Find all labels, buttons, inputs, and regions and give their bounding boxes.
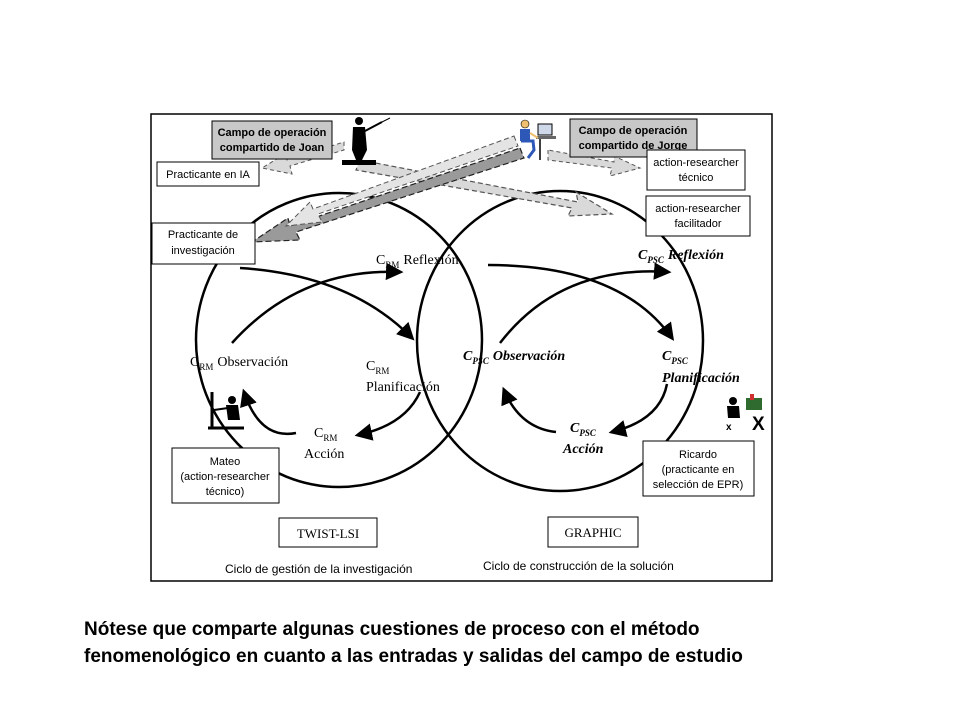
right-accion-label: Acción [562,442,604,457]
left-planificacion-c: CRM [366,359,389,376]
right-planificacion-c: CPSC [662,349,689,366]
conductor-icon [342,117,391,165]
joan-shared-field-box: Campo de operación compartido de Joan [211,120,333,160]
mateo-line2: (action-researcher [180,471,270,483]
ar-facilitador-line2: facilitador [674,218,721,230]
left-cycle-arrows [231,262,422,441]
jorge-field-line1: Campo de operación [579,125,688,137]
computer-user-icon [520,119,556,160]
left-cycle-title: Ciclo de gestión de la investigación [225,562,412,576]
mateo-box: Mateo (action-researcher técnico) [171,447,280,504]
caption: Nótese que comparte algunas cuestiones d… [84,616,884,670]
ricardo-line2: (practicante en [662,464,735,476]
ar-tecnico-box: action-researcher técnico [646,149,746,191]
right-cycle-title: Ciclo de construcción de la solución [483,559,674,573]
ricardo-box: Ricardo (practicante en selección de EPR… [642,440,755,497]
left-accion-c: CRM [314,426,337,443]
jorge-field-arrow-upper [284,135,519,227]
graphic-box: GRAPHIC [547,516,639,548]
right-arrow-reflexion-to-planificacion [487,263,675,341]
right-accion-c: CPSC [570,421,597,438]
right-arrow-obs-to-reflexion [499,262,672,344]
ar-tecnico-line2: técnico [679,172,714,184]
right-cycle-arrows [487,262,675,438]
left-arrow-obs-to-reflexion [231,262,404,344]
svg-text:x: x [726,422,732,433]
ar-facilitador-line1: action-researcher [655,203,741,215]
practicante-inv-line2: investigación [171,245,235,257]
ricardo-line1: Ricardo [679,449,717,461]
twist-lsi-box: TWIST-LSI [278,517,378,548]
left-arrow-inv-to-planificacion [239,266,415,341]
svg-text:X: X [752,414,765,435]
right-cycle-circle [415,189,705,493]
graphic-label: GRAPHIC [564,525,621,540]
jorge-field-line2: compartido de Jorge [579,140,688,152]
caption-line2: fenomenológico en cuanto a las entradas … [84,646,743,667]
left-accion-label: Acción [304,447,344,462]
left-arrow-planificacion-to-accion [354,391,422,441]
left-cycle-circle [194,191,484,489]
joan-field-line1: Campo de operación [218,127,327,139]
practicante-inv-line1: Practicante de [168,229,238,241]
practicante-ia-box: Practicante en IA [156,161,260,187]
right-arrow-accion-to-observacion [501,386,557,434]
ar-tecnico-line1: action-researcher [653,157,739,169]
practicante-investigacion-box: Practicante de investigación [151,222,256,265]
mateo-line1: Mateo [210,456,241,468]
left-planificacion-label: Planificación [366,380,440,395]
evaluator-icon: x X [726,394,765,435]
caption-line1: Nótese que comparte algunas cuestiones d… [84,619,700,640]
mateo-line3: técnico) [206,486,245,498]
right-arrow-planificacion-to-accion [608,383,669,438]
practicante-ia-label: Practicante en IA [166,169,250,181]
right-planificacion-label: Planificación [662,371,740,386]
twist-lsi-label: TWIST-LSI [297,526,359,541]
joan-field-line2: compartido de Joan [220,142,325,154]
left-arrow-accion-to-mateo [240,388,297,436]
ricardo-line3: selección de EPR) [653,479,744,491]
jorge-shared-field-box: Campo de operación compartido de Jorge [569,118,698,158]
desk-worker-icon [208,392,244,430]
ar-facilitador-box: action-researcher facilitador [645,195,751,237]
